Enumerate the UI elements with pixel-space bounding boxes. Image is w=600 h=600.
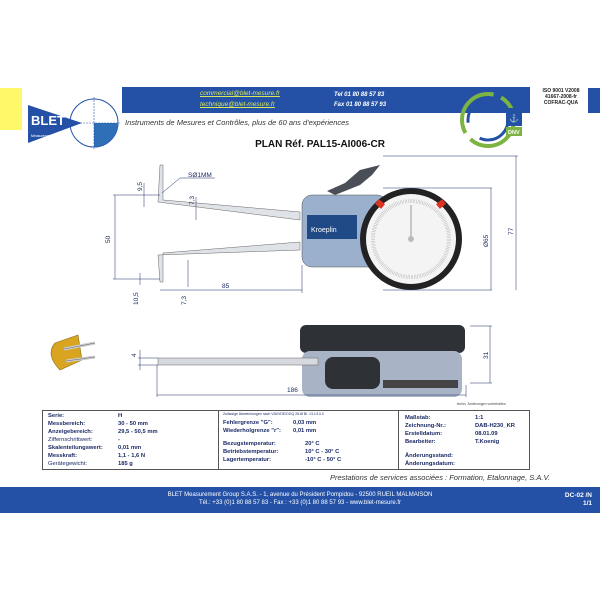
spec-label: Ziffernschrittwert: <box>48 437 93 443</box>
spec-label: Messbereich: <box>48 421 86 427</box>
spec-value: 0,03 mm <box>293 420 317 426</box>
page-number: 1/1 <box>582 500 592 507</box>
page-title: PLAN Réf. PAL15-AI006-CR <box>255 139 385 150</box>
blet-logo: BLET Measurement Group <box>22 85 125 153</box>
cert-line: COFRAC-QUA <box>543 100 579 106</box>
spec-value: 0,01 mm <box>118 445 142 451</box>
company-tagline: Instruments de Mesures et Contrôles, plu… <box>125 118 350 127</box>
tip-detail-illustration <box>50 334 96 371</box>
technical-note: techn. Änderungen vorbehalten <box>457 402 506 406</box>
spec-value: 29,5 - 50,5 mm <box>118 429 158 435</box>
dim-9-5: 9,5 <box>137 182 144 191</box>
dim-77: 77 <box>508 227 515 235</box>
dnv-badge: DNV <box>508 130 520 136</box>
spec-label: Erstelldatum: <box>405 431 443 437</box>
brand-plate <box>307 215 357 239</box>
specifications-table: Serie: H Messbereich: 30 - 50 mm Anzeigebere… <box>42 410 530 470</box>
svg-text:⚓: ⚓ <box>509 113 519 123</box>
dim-186: 186 <box>287 387 298 394</box>
spec-label: Fehlergrenze "G": <box>223 420 273 426</box>
dim-10-5: 10,5 <box>133 292 140 305</box>
footer-address: BLET Measurement Group S.A.S. - 1, avenu… <box>167 492 433 498</box>
spec-label: Serie: <box>48 413 65 419</box>
services-text: Prestations de services associées : Form… <box>330 473 550 482</box>
spec-value: 30 - 50 mm <box>118 421 148 427</box>
spec-label: Betriebstemperatur: <box>223 449 279 455</box>
dim-tip: SØ1MM <box>188 172 212 179</box>
dim-4: 4 <box>131 353 138 357</box>
spec-value: - <box>118 437 120 443</box>
spec-value: T.Koenig <box>475 439 500 445</box>
logo-subtext: Measurement Group <box>31 134 63 138</box>
email-technique-link[interactable]: technique@blet-mesure.fr <box>200 101 275 108</box>
spec-value: 20° C <box>305 441 320 447</box>
spec-value: 1,1 - 1,6 N <box>118 453 146 459</box>
spec-label: Maßstab: <box>405 415 431 421</box>
footer-contact: Tél.: +33 (0)1 80 88 57 83 - Fax : +33 (… <box>198 500 402 506</box>
spec-label: Skalenteilungswert: <box>48 445 103 451</box>
spec-value: 1:1 <box>475 415 484 421</box>
spec-label: Lagertemperatur: <box>223 457 271 463</box>
iso-certification-logo: ⚓ DNV <box>460 86 524 152</box>
dim-85: 85 <box>222 283 230 290</box>
spec-value: H <box>118 413 123 419</box>
dim-diameter-65: Ø65 <box>483 234 490 247</box>
yellow-accent <box>0 88 22 130</box>
header-bar-right <box>588 88 600 113</box>
spec-label: Änderungsdatum: <box>405 461 455 467</box>
fax-number: Fax 01 80 88 57 93 <box>334 102 387 108</box>
dim-31: 31 <box>483 351 490 359</box>
spec-value: 185 g <box>118 461 133 467</box>
spec-value: 08.01.09 <box>475 431 498 437</box>
spec-label: Bearbeiter: <box>405 439 436 445</box>
logo-text: BLET <box>31 113 65 128</box>
side-view-dial <box>300 325 465 353</box>
technical-drawing: Kroeplin SØ1MM 9,5 7,3 50 10,5 7,3 85 Ø6… <box>0 155 600 415</box>
email-commercial-link[interactable]: commercial@blet-mesure.fr <box>200 90 280 97</box>
dim-7-3-upper: 7,3 <box>189 196 196 205</box>
spec-label: Änderungsstand: <box>405 453 453 459</box>
lower-arm <box>157 241 301 283</box>
cert-text: ISO 9001 V2008 41667-2008-fr COFRAC-QUA <box>530 88 592 106</box>
spec-value: -10° C - 50° C <box>305 457 342 463</box>
upper-arm <box>157 164 301 221</box>
spec-label: Wiederholgrenze "r": <box>223 428 281 434</box>
spec-label: Anzeigebereich: <box>48 429 93 435</box>
spec-label: Zeichnung-Nr.: <box>405 423 446 429</box>
tolerance-marker-right <box>436 199 446 209</box>
spec-label: Bezugstemperatur: <box>223 441 276 447</box>
lever <box>327 165 380 195</box>
header-bar: commercial@blet-mesure.fr technique@blet… <box>122 87 530 113</box>
tolerance-marker-left <box>375 199 385 209</box>
spec-label: Gerätegewicht: <box>48 461 87 467</box>
spec-value: DAB-H230_KR <box>475 423 515 429</box>
dim-50: 50 <box>105 235 112 243</box>
spec-value: 0,01 mm <box>293 428 317 434</box>
spec-value: 10° C - 30° C <box>305 449 340 455</box>
phone-number: Tel 01 80 88 57 83 <box>334 92 385 98</box>
spec-label: Messkraft: <box>48 453 77 459</box>
cert-line: 41667-2008-fr <box>545 94 577 100</box>
cert-line: ISO 9001 V2008 <box>542 88 580 94</box>
brand-label: Kroeplin <box>311 227 337 234</box>
document-code: DC-02 /N <box>564 492 592 499</box>
side-view-arm <box>157 357 319 366</box>
footer-bar: BLET Measurement Group S.A.S. - 1, avenu… <box>0 487 600 513</box>
dim-7-3-lower: 7,3 <box>181 296 188 305</box>
tolerance-note: Zulässige Abweichungen nach VDI/VDE/DGQ … <box>223 412 324 416</box>
